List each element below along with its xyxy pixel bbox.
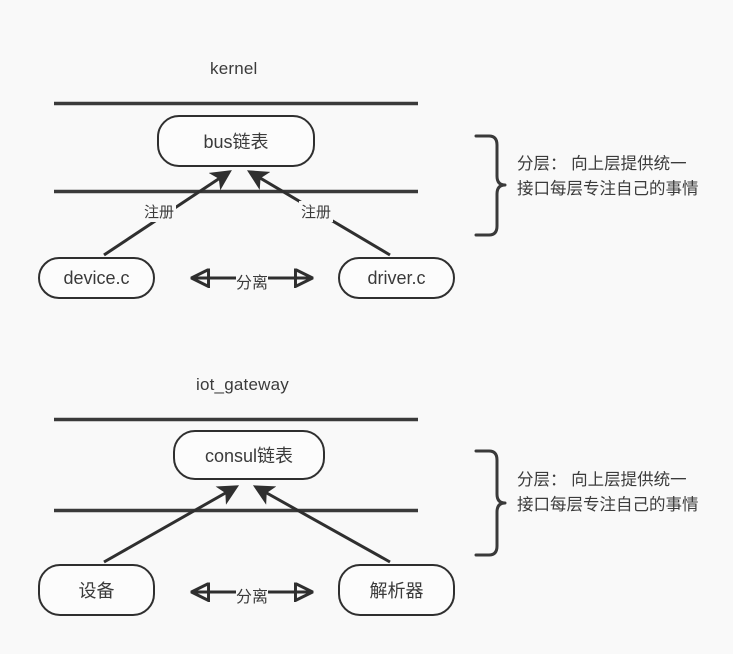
node-bus-list[interactable]: bus链表 — [157, 115, 315, 167]
kernel-brace — [474, 134, 507, 237]
node-device-c[interactable]: device.c — [38, 257, 155, 299]
edge-label-register-left: 注册 — [142, 201, 177, 222]
edge-jiexiqi-to-consul — [252, 485, 391, 564]
iot-register-edges — [103, 485, 391, 564]
separation-label-iot: 分离 — [236, 583, 269, 607]
section-title-iot-gateway: iot_gateway — [196, 375, 289, 394]
iot-brace-note: 分层： 向上层提供统一接口每层专注自己的事情 — [517, 471, 699, 515]
iot-brace — [474, 449, 507, 557]
node-shebei[interactable]: 设备 — [38, 564, 155, 616]
node-jiexiqi[interactable]: 解析器 — [338, 564, 455, 616]
node-consul-list[interactable]: consul链表 — [173, 430, 325, 480]
node-driver-c[interactable]: driver.c — [338, 257, 455, 299]
kernel-brace-note: 分层： 向上层提供统一接口每层专注自己的事情 — [517, 155, 699, 199]
edge-label-register-right: 注册 — [299, 201, 334, 222]
section-title-kernel: kernel — [210, 59, 258, 78]
edge-shebei-to-consul — [103, 485, 240, 564]
separation-label-kernel: 分离 — [236, 269, 269, 293]
